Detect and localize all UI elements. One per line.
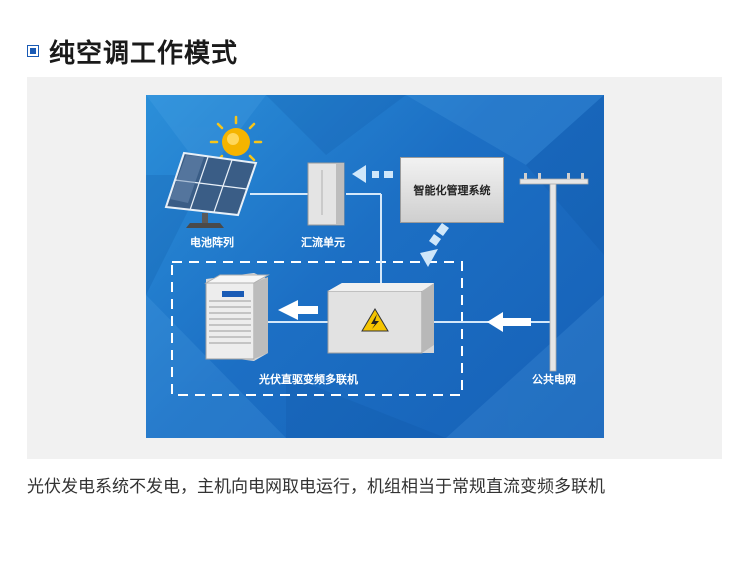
diagram-graphics xyxy=(146,95,604,438)
system-boundary xyxy=(171,261,463,396)
square-bullet-icon xyxy=(27,45,39,57)
vrf-unit-label: 光伏直驱变频多联机 xyxy=(259,373,358,386)
background-texture xyxy=(146,95,604,438)
management-system-label: 智能化管理系统 xyxy=(413,184,491,197)
combiner-unit-label: 汇流单元 xyxy=(301,236,345,249)
outdoor-unit-icon xyxy=(204,273,270,361)
pv-array-label: 电池阵列 xyxy=(190,236,234,249)
combiner-cabinet-icon xyxy=(307,162,345,226)
arrow-cabinet-to-unit-icon xyxy=(278,300,318,320)
management-system-box: 智能化管理系统 xyxy=(400,157,504,223)
inverter-cabinet-icon xyxy=(327,283,434,354)
title-row: 纯空调工作模式 xyxy=(27,33,238,69)
arrow-grid-to-cabinet-icon xyxy=(487,312,531,332)
system-diagram: 智能化管理系统 电池阵列 汇流单元 光伏直驱变频多联机 公共电网 xyxy=(146,95,604,438)
public-grid-label: 公共电网 xyxy=(532,373,576,386)
caption-text: 光伏发电系统不发电，主机向电网取电运行，机组相当于常规直流变频多联机 xyxy=(27,477,605,497)
page-title: 纯空调工作模式 xyxy=(49,38,239,69)
solar-panel-icon xyxy=(164,151,258,228)
arrow-management-to-combiner-icon xyxy=(352,165,393,183)
arrow-management-to-cabinet-icon xyxy=(420,223,449,267)
utility-pole-icon xyxy=(519,173,589,372)
warning-icon xyxy=(361,308,389,332)
sun-icon xyxy=(209,115,263,169)
